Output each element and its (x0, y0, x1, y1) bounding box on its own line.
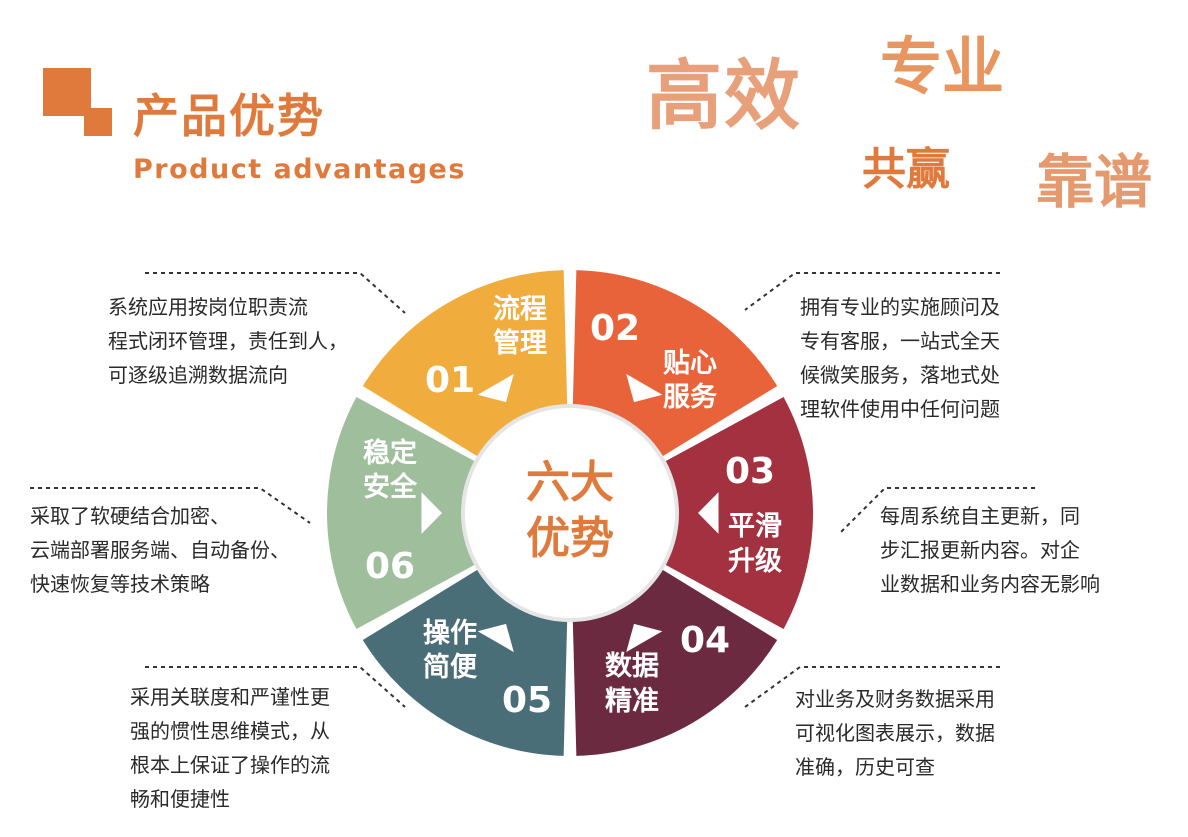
segment-pointer-03 (698, 492, 719, 534)
segment-label-02-line1: 贴心 (663, 348, 717, 379)
description-06: 采取了软硬结合加密、云端部署服务端、自动备份、快速恢复等技术策略 (30, 504, 290, 596)
keyword-reliable: 靠谱 (1036, 148, 1153, 216)
page-subtitle: Product advantages (133, 154, 466, 185)
segment-label-03-line2: 升级 (728, 545, 782, 577)
segment-number-05: 05 (502, 680, 552, 721)
logo-square-small (84, 108, 112, 136)
page-title: 产品优势 (133, 89, 325, 143)
leader-line-03 (839, 487, 1035, 534)
description-03: 每周系统自主更新，同步汇报更新内容。对企业数据和业务内容无影响 (880, 504, 1100, 596)
leader-line-04 (744, 666, 1000, 708)
segment-number-04: 04 (680, 620, 730, 661)
logo-square-large (43, 68, 91, 116)
segment-label-02-line2: 服务 (663, 382, 717, 413)
segment-label-03-line1: 平滑 (728, 511, 782, 542)
segment-pointer-06 (421, 492, 442, 534)
segment-pointer-02 (626, 373, 663, 403)
description-04: 对业务及财务数据采用可视化图表展示，数据准确，历史可查 (795, 687, 995, 779)
segment-06 (327, 397, 570, 629)
segment-label-01-line2: 管理 (493, 328, 547, 359)
center-text-line1: 六大 (526, 457, 614, 508)
segment-label-04-line2: 精准 (605, 686, 659, 717)
segment-pointer-04 (626, 623, 663, 653)
segment-number-02: 02 (590, 308, 640, 349)
description-05: 采用关联度和严谨性更强的惯性思维模式，从根本上保证了操作的流畅和便捷性 (130, 685, 330, 811)
segment-label-05-line2: 简便 (423, 651, 478, 683)
segment-number-03: 03 (725, 451, 775, 492)
segment-label-06-line2: 安全 (363, 471, 418, 503)
segment-03 (570, 397, 813, 629)
keyword-win-win: 共赢 (862, 144, 950, 195)
segment-label-05-line1: 操作 (423, 618, 477, 649)
segment-number-06: 06 (365, 546, 415, 587)
segment-pointer-01 (477, 373, 514, 403)
leader-lines (30, 272, 1035, 708)
center-circle (461, 404, 679, 622)
description-01: 系统应用按岗位职责流程式闭环管理，责任到人，可逐级追溯数据流向 (108, 295, 348, 387)
center-text-line2: 优势 (526, 513, 614, 564)
keyword-professional: 专业 (880, 30, 1005, 103)
segment-pointer-05 (477, 623, 514, 653)
segment-label-06-line1: 稳定 (363, 437, 417, 469)
segment-label-01-line1: 流程 (493, 294, 547, 325)
description-02: 拥有专业的实施顾问及专有客服，一站式全天候微笑服务，落地式处理软件使用中任何问题 (800, 295, 1000, 421)
segment-label-04-line1: 数据 (605, 651, 659, 682)
segment-number-01: 01 (425, 360, 475, 401)
keyword-efficient: 高效 (646, 51, 802, 140)
